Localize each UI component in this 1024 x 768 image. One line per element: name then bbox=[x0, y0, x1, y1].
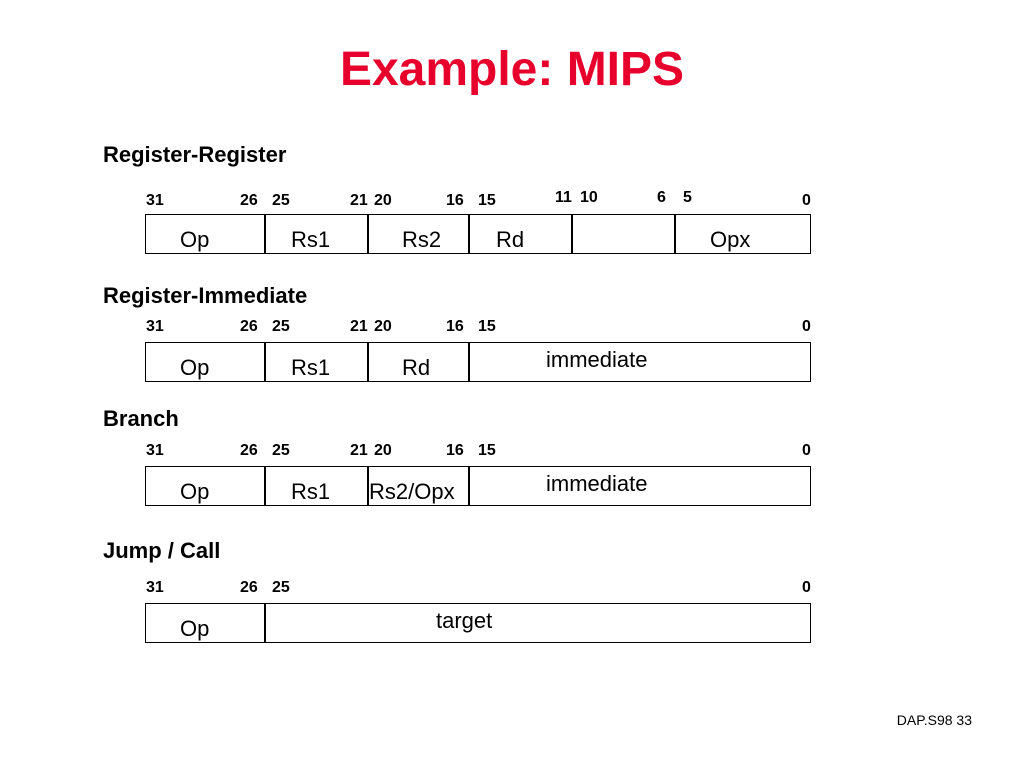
field-divider bbox=[264, 215, 266, 253]
field-divider bbox=[367, 343, 369, 381]
field-op: Op bbox=[180, 355, 210, 380]
field-rs2-opx: Rs2/Opx bbox=[369, 479, 455, 504]
bit-15: 15 bbox=[478, 192, 496, 209]
bit-15: 15 bbox=[478, 318, 496, 335]
heading-branch: Branch bbox=[103, 406, 179, 431]
field-opx: Opx bbox=[710, 227, 751, 252]
field-divider bbox=[571, 215, 573, 253]
instruction-format-register-immediate: Op Rs1 Rd immediate bbox=[145, 342, 811, 382]
field-target: target bbox=[436, 608, 493, 633]
heading-jump-call: Jump / Call bbox=[103, 538, 221, 563]
bit-26: 26 bbox=[240, 318, 258, 335]
field-divider bbox=[674, 215, 676, 253]
field-rs2: Rs2 bbox=[402, 227, 442, 252]
bit-0: 0 bbox=[802, 318, 811, 335]
bit-11: 11 bbox=[555, 189, 572, 206]
instruction-format-register-register: Op Rs1 Rs2 Rd Opx bbox=[145, 214, 811, 254]
bit-16: 16 bbox=[446, 442, 464, 459]
bit-31: 31 bbox=[146, 192, 164, 209]
field-immediate: immediate bbox=[546, 347, 648, 372]
bit-25: 25 bbox=[272, 442, 290, 459]
field-op: Op bbox=[180, 479, 210, 504]
field-rd: Rd bbox=[402, 355, 431, 380]
field-divider bbox=[264, 604, 266, 642]
slide-footer: DAP.S98 33 bbox=[896, 712, 972, 728]
field-immediate: immediate bbox=[546, 471, 648, 496]
instruction-format-branch: Op Rs1 Rs2/Opx immediate bbox=[145, 466, 811, 506]
bit-20: 20 bbox=[374, 442, 392, 459]
field-rd: Rd bbox=[496, 227, 525, 252]
bit-16: 16 bbox=[446, 318, 464, 335]
field-rs1: Rs1 bbox=[291, 355, 331, 380]
field-op: Op bbox=[180, 227, 210, 252]
heading-register-immediate: Register-Immediate bbox=[103, 283, 308, 308]
bit-0: 0 bbox=[802, 442, 811, 459]
bit-21: 21 bbox=[350, 442, 368, 459]
bit-25: 25 bbox=[272, 318, 290, 335]
field-divider bbox=[367, 467, 369, 505]
bit-10: 10 bbox=[580, 189, 598, 206]
bit-0: 0 bbox=[802, 192, 811, 209]
bit-15: 15 bbox=[478, 442, 496, 459]
bit-16: 16 bbox=[446, 192, 464, 209]
field-divider bbox=[468, 343, 470, 381]
field-divider bbox=[468, 467, 470, 505]
bit-31: 31 bbox=[146, 442, 164, 459]
bit-21: 21 bbox=[350, 318, 368, 335]
field-divider bbox=[367, 215, 369, 253]
slide-title: Example: MIPS bbox=[339, 43, 685, 96]
field-divider bbox=[468, 215, 470, 253]
field-divider bbox=[264, 467, 266, 505]
field-op: Op bbox=[180, 616, 210, 641]
bit-31: 31 bbox=[146, 318, 164, 335]
bit-6: 6 bbox=[657, 189, 666, 206]
field-rs1: Rs1 bbox=[291, 227, 331, 252]
bit-31: 31 bbox=[146, 579, 164, 596]
bit-25: 25 bbox=[272, 579, 290, 596]
bit-20: 20 bbox=[374, 192, 392, 209]
bit-26: 26 bbox=[240, 579, 258, 596]
bit-21: 21 bbox=[350, 192, 368, 209]
field-divider bbox=[264, 343, 266, 381]
bit-20: 20 bbox=[374, 318, 392, 335]
bit-26: 26 bbox=[240, 192, 258, 209]
heading-register-register: Register-Register bbox=[103, 142, 287, 167]
instruction-format-jump-call: Op target bbox=[145, 603, 811, 643]
bit-0: 0 bbox=[802, 579, 811, 596]
field-rs1: Rs1 bbox=[291, 479, 331, 504]
bit-26: 26 bbox=[240, 442, 258, 459]
bit-5: 5 bbox=[683, 189, 692, 206]
bit-25: 25 bbox=[272, 192, 290, 209]
